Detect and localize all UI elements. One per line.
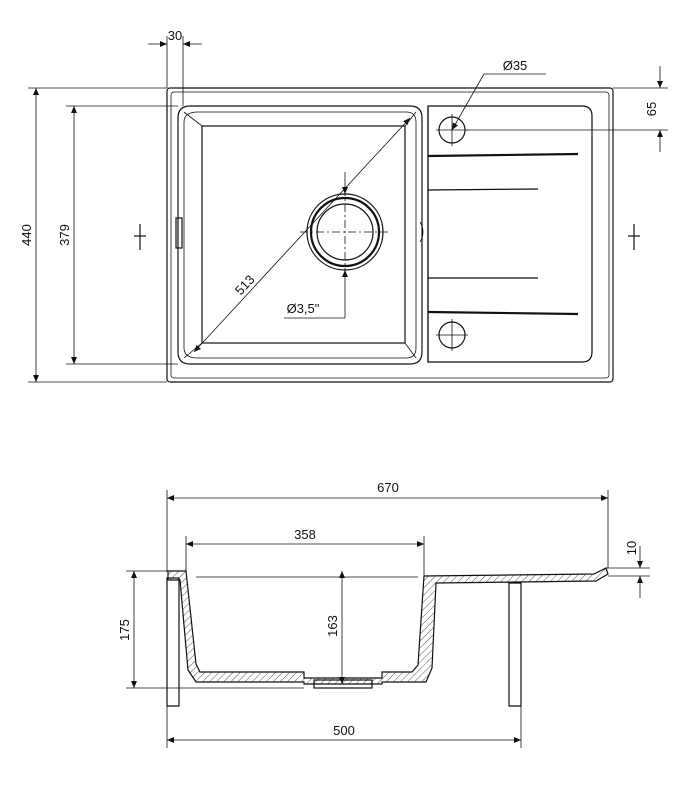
drainer-board bbox=[419, 105, 593, 363]
tap-hole-lower bbox=[436, 319, 468, 351]
dim-label-bowl-depth: 379 bbox=[57, 224, 72, 246]
dimension-rim-thickness: 10 bbox=[606, 541, 650, 598]
sink-outline bbox=[166, 87, 614, 383]
sink-rim bbox=[170, 91, 610, 379]
dim-label-overall-width: 670 bbox=[377, 480, 399, 495]
sink-profile bbox=[167, 567, 609, 685]
dimension-diagonal: 513 bbox=[193, 117, 411, 353]
section-view: 670 358 10 175 163 bbox=[117, 480, 650, 748]
dimension-bowl-depth: 379 bbox=[57, 105, 178, 365]
dim-label-rim: 10 bbox=[624, 541, 639, 555]
dim-label-tap-offset: 65 bbox=[644, 102, 659, 116]
dim-label-bowl-width: 358 bbox=[294, 527, 316, 542]
drain-outlet bbox=[300, 188, 390, 276]
dim-label-height: 175 bbox=[117, 619, 132, 641]
overflow-slot bbox=[175, 217, 183, 249]
dim-label-hole: Ø35 bbox=[503, 58, 528, 73]
section-mark-left bbox=[134, 224, 146, 250]
top-view: 30 Ø35 65 440 379 bbox=[19, 28, 668, 383]
dimension-overall-depth: 440 bbox=[19, 87, 167, 383]
dim-label-drain: Ø3,5" bbox=[287, 301, 320, 316]
dimension-overall-width: 670 bbox=[166, 480, 609, 572]
dim-label-diagonal: 513 bbox=[232, 272, 258, 298]
dimension-drain-diameter: Ø3,5" bbox=[284, 172, 348, 319]
dimension-tap-offset: 65 bbox=[466, 66, 668, 152]
cabinet-wall-right bbox=[508, 582, 522, 707]
dimension-wall-thickness: 30 bbox=[148, 28, 202, 106]
dim-label-wall: 30 bbox=[168, 28, 182, 43]
cabinet-wall-left bbox=[166, 577, 180, 707]
dim-label-bowl-height: 163 bbox=[325, 615, 340, 637]
dimension-bowl-width: 358 bbox=[185, 527, 425, 576]
dim-label-cabinet: 500 bbox=[333, 723, 355, 738]
section-mark-right bbox=[628, 224, 640, 250]
dim-label-overall-depth: 440 bbox=[19, 224, 34, 246]
dimension-bowl-height: 163 bbox=[325, 571, 345, 684]
dimension-cabinet-width: 500 bbox=[166, 706, 522, 748]
dimension-hole-diameter: Ø35 bbox=[451, 58, 546, 131]
dimension-height: 175 bbox=[117, 570, 304, 689]
